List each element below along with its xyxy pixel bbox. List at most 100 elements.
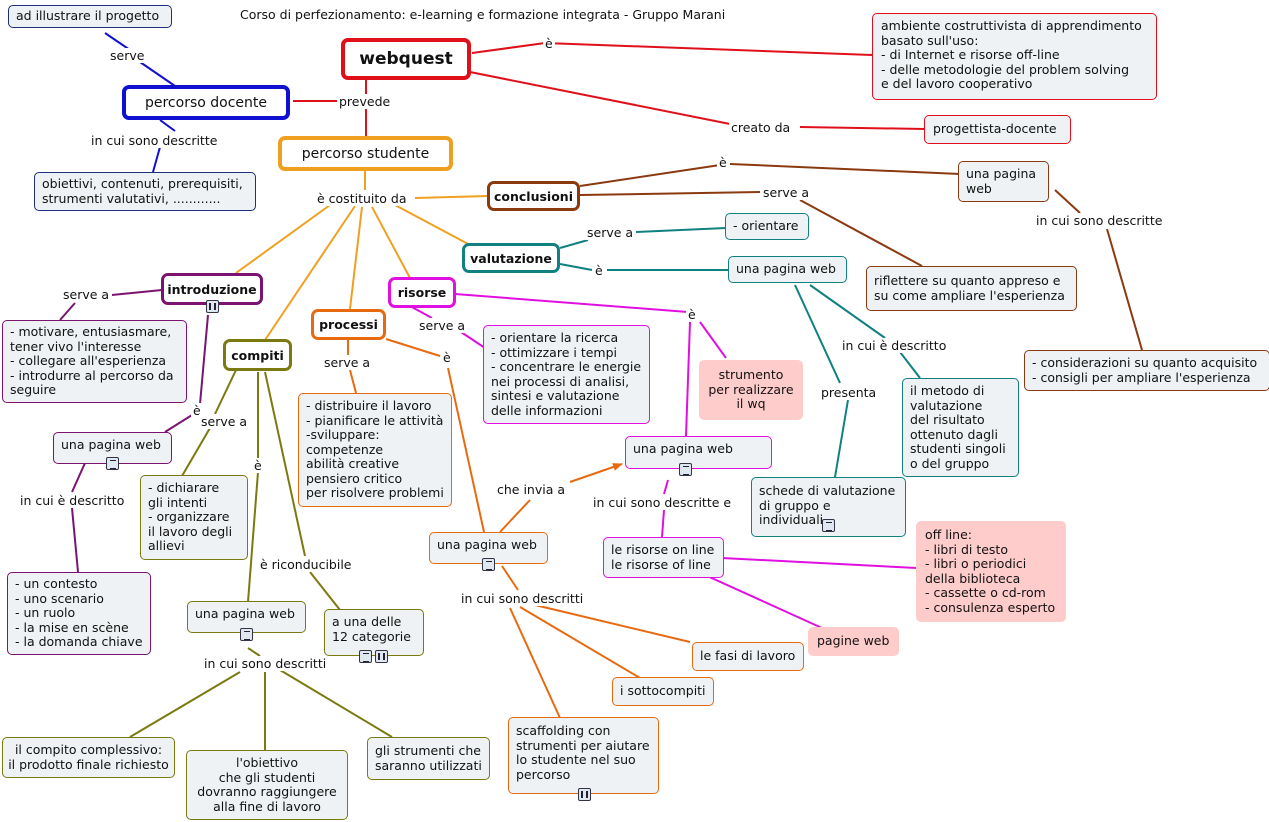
node-metodo[interactable]: il metodo di valutazione del risultato o…: [902, 378, 1019, 477]
link-costituito-processi: [349, 206, 363, 310]
document-icon[interactable]: [359, 650, 372, 663]
link-costituito-valutazione: [394, 204, 471, 246]
node-percorso-studente[interactable]: percorso studente: [278, 136, 453, 171]
label-descritte-ris: in cui sono descritte e: [591, 495, 734, 510]
node-risorse-line[interactable]: le risorse on line le risorse of line: [603, 537, 724, 578]
label-descritto-intro: in cui è descritto: [18, 493, 127, 508]
node-schede[interactable]: schede di valutazione di gruppo e indivi…: [751, 477, 906, 537]
label-e-concl: è: [717, 155, 729, 170]
link-pagina-descritto: [809, 284, 886, 339]
node-contesto[interactable]: - un contesto - uno scenario - un ruolo …: [7, 572, 151, 655]
node-orientare[interactable]: - orientare: [725, 213, 809, 240]
node-conclusioni[interactable]: conclusioni: [487, 181, 580, 211]
node-risorse[interactable]: risorse: [388, 277, 456, 308]
node-illustrare[interactable]: ad illustrare il progetto: [8, 5, 172, 28]
node-distribuire[interactable]: - distribuire il lavoro - pianificare le…: [298, 393, 452, 507]
node-pagine-web[interactable]: pagine web: [808, 627, 899, 656]
link-creato-progettista: [799, 126, 926, 130]
link-pagina-descritte-ris: [663, 479, 669, 495]
node-considerazioni[interactable]: - considerazioni su quanto acquisito - c…: [1024, 350, 1269, 391]
link-e-pagina: [729, 163, 961, 175]
node-processi[interactable]: processi: [311, 309, 386, 340]
node-compito[interactable]: il compito complessivo: il prodotto fina…: [2, 737, 175, 778]
node-fasi[interactable]: le fasi di lavoro: [692, 642, 804, 671]
node-orientare-ricerca[interactable]: - orientare la ricerca - ottimizzare i t…: [483, 325, 650, 424]
link-pagina-descritti: [247, 647, 261, 657]
link-descritti-sotto: [519, 606, 641, 679]
label-e-intro: è: [191, 403, 203, 418]
node-offline[interactable]: off line: - libri di testo - libri o per…: [916, 521, 1066, 622]
link-e-pagina-ris: [685, 321, 691, 437]
node-obiettivo[interactable]: l'obiettivo che gli studenti dovranno ra…: [186, 750, 348, 820]
node-compiti[interactable]: compiti: [223, 339, 292, 371]
document-icon[interactable]: [822, 519, 835, 532]
link-serve-docente: [139, 61, 176, 87]
node-motivare[interactable]: - motivare, entusiasmare, tener vivo l'i…: [2, 320, 187, 403]
label-e-val: è: [593, 263, 605, 278]
link-descritto-contesto: [71, 507, 79, 573]
node-ambiente[interactable]: ambiente costruttivista di apprendimento…: [872, 13, 1157, 100]
link-descritti-compito: [129, 671, 241, 738]
node-percorso-docente[interactable]: percorso docente: [122, 85, 290, 120]
link-val-e: [559, 263, 593, 271]
link-intro-e: [199, 314, 209, 405]
node-percorso-studente-label: percorso studente: [301, 145, 430, 162]
node-processi-label: processi: [319, 317, 378, 332]
node-categorie[interactable]: a una delle 12 categorie: [324, 609, 424, 656]
node-valutazione[interactable]: valutazione: [462, 243, 560, 273]
label-riconducibile: è riconducibile: [258, 557, 354, 572]
link-serve-orientare: [635, 227, 727, 233]
link-pagina-invia: [499, 499, 531, 533]
link-costituito-risorse: [371, 206, 411, 279]
map-icon[interactable]: [206, 300, 219, 313]
link-serve-dichiarare: [181, 427, 211, 477]
label-descritte-docente: in cui sono descritte: [89, 133, 220, 148]
node-compiti-label: compiti: [231, 347, 284, 363]
document-icon[interactable]: [240, 628, 253, 641]
label-e-webquest: è: [543, 36, 555, 51]
link-intro-serve: [111, 289, 163, 296]
link-e-strumento: [699, 321, 727, 359]
node-obiettivi[interactable]: obiettivi, contenuti, prerequisiti, stru…: [34, 172, 256, 211]
node-pagina-concl[interactable]: una pagina web: [958, 161, 1049, 202]
node-riflettere[interactable]: riflettere su quanto appreso e su come a…: [866, 266, 1077, 311]
label-costituito: è costituito da: [315, 191, 409, 206]
node-webquest[interactable]: webquest: [341, 38, 471, 80]
link-risorse-pagine: [704, 574, 823, 629]
map-icon[interactable]: [375, 650, 388, 663]
label-serve-val: serve a: [585, 225, 636, 240]
node-strumenti[interactable]: gli strumenti che saranno utilizzati: [367, 737, 490, 780]
node-dichiarare[interactable]: - dichiarare gli intenti - organizzare i…: [140, 475, 248, 560]
link-ris-e: [454, 293, 689, 313]
link-proc-e: [385, 338, 441, 357]
link-pagina-descritti-proc: [501, 565, 519, 591]
link-risorse-offline: [721, 557, 918, 569]
node-scaffolding[interactable]: scaffolding con strumenti per aiutare lo…: [508, 717, 659, 794]
link-costituito-conclusioni: [414, 195, 489, 199]
label-serve-intro: serve a: [61, 287, 112, 302]
label-serve-comp: serve a: [199, 414, 250, 429]
link-descritte-consid: [1106, 228, 1143, 351]
label-e-ris: è: [686, 307, 698, 322]
document-icon[interactable]: [106, 457, 119, 470]
link-ricond-categorie: [309, 571, 341, 611]
page-title: Corso di perfezionamento: e-learning e f…: [240, 7, 726, 22]
node-progettista[interactable]: progettista-docente: [924, 115, 1071, 144]
node-strumento-wq[interactable]: strumento per realizzare il wq: [699, 360, 803, 420]
label-e-proc: è: [441, 350, 453, 365]
link-pagina-presenta: [794, 284, 841, 384]
link-costituito-introduzione: [235, 204, 331, 274]
link-invia-pagina-ris: [569, 463, 623, 483]
document-icon[interactable]: [679, 463, 692, 476]
label-e-comp: è: [252, 458, 264, 473]
label-descritto-val: in cui è descritto: [840, 338, 949, 353]
label-presenta: presenta: [819, 385, 879, 400]
document-icon[interactable]: [482, 558, 495, 571]
node-pagina-ris[interactable]: una pagina web: [625, 436, 772, 469]
node-pagina-val[interactable]: una pagina web: [728, 256, 847, 283]
link-illustrare-serve: [104, 32, 131, 51]
map-icon[interactable]: [578, 788, 591, 801]
link-concl-e: [579, 164, 721, 187]
node-sottocompiti[interactable]: i sottocompiti: [612, 677, 714, 706]
